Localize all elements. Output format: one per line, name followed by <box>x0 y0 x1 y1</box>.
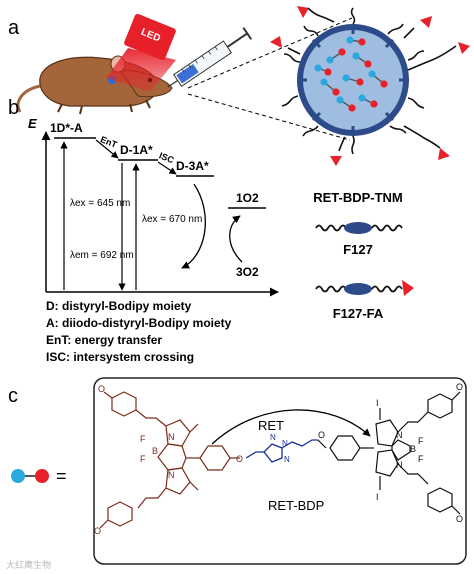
equals-sign: = <box>56 466 67 486</box>
state-d3a-star: D-3A* <box>176 159 209 173</box>
f127-fa-label: F127-FA <box>333 306 384 321</box>
svg-text:I: I <box>376 398 379 408</box>
structure-frame <box>93 377 467 565</box>
lambda-em-692: λem = 692 nm <box>70 250 134 261</box>
svg-text:F: F <box>418 436 424 446</box>
singlet-oxygen-label: 1O2 <box>236 191 259 205</box>
svg-text:O: O <box>318 430 325 440</box>
ent-label: EnT <box>99 134 119 150</box>
panel-label-a: a <box>8 17 20 39</box>
energy-transfer-curve <box>181 183 206 269</box>
lambda-ex-645: λex = 645 nm <box>70 198 130 209</box>
svg-text:N: N <box>284 455 290 464</box>
watermark: 大红鹰生物 <box>6 559 51 570</box>
svg-text:N: N <box>396 460 403 470</box>
ret-arrow <box>211 409 371 445</box>
svg-text:N: N <box>168 470 175 480</box>
svg-text:I: I <box>376 492 379 502</box>
svg-text:N: N <box>282 439 288 448</box>
ret-label: RET <box>258 418 284 433</box>
molecule-label: RET-BDP <box>268 498 324 513</box>
donor-bodipy-structure <box>99 391 240 529</box>
svg-text:O: O <box>456 514 463 524</box>
f127-polymer <box>315 222 403 234</box>
svg-text:O: O <box>98 384 105 394</box>
svg-text:B: B <box>152 446 158 456</box>
ret-bdp-tnm-nanoparticle <box>270 6 470 166</box>
svg-text:N: N <box>396 430 403 440</box>
state-d1a-star: D-1A* <box>120 143 153 157</box>
triplet-oxygen-label: 3O2 <box>236 265 259 279</box>
svg-text:O: O <box>456 382 463 392</box>
led-lamp: LED <box>106 13 176 92</box>
energy-axis-label: E <box>28 116 37 131</box>
svg-text:N: N <box>270 433 276 442</box>
svg-text:F: F <box>140 434 146 444</box>
f127-label: F127 <box>343 242 373 257</box>
panel-label-b: b <box>8 97 19 119</box>
svg-text:B: B <box>410 444 416 454</box>
dumbbell-symbol <box>11 469 49 483</box>
svg-text:F: F <box>140 454 146 464</box>
panel-label-c: c <box>8 385 18 407</box>
state-1d-star-a: 1D*-A <box>50 121 83 135</box>
syringe-illustration <box>167 27 253 88</box>
svg-text:F: F <box>418 454 424 464</box>
svg-text:O: O <box>236 454 243 464</box>
svg-text:O: O <box>94 526 101 536</box>
f127-fa-polymer <box>315 280 414 296</box>
triazole-linker <box>245 439 318 463</box>
lambda-ex-670: λex = 670 nm <box>142 214 202 225</box>
legend-item: EnT: energy transfer <box>46 333 162 347</box>
abbreviation-legend: D: distyryl-Bodipy moiety A: diiodo-dist… <box>46 299 232 364</box>
nanoparticle-label: RET-BDP-TNM <box>313 190 403 205</box>
acceptor-bodipy-structure <box>317 391 461 515</box>
legend-item: A: diiodo-distyryl-Bodipy moiety <box>46 316 232 330</box>
legend-item: D: distyryl-Bodipy moiety <box>46 299 192 313</box>
oxygen-excitation-curve <box>229 215 243 263</box>
legend-item: ISC: intersystem crossing <box>46 350 194 364</box>
svg-text:N: N <box>168 432 175 442</box>
